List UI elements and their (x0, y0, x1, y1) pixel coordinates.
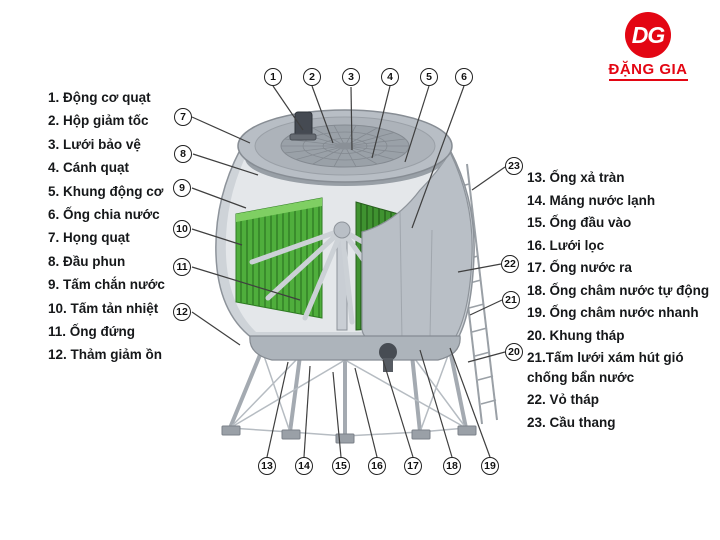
label-item-7: 7. Họng quạt (48, 230, 130, 246)
label-item-3: 3. Lưới bảo vệ (48, 136, 141, 152)
brand-name: ĐẶNG GIA (608, 61, 688, 81)
fan-guard-grille (281, 125, 409, 167)
label-item-4: 4. Cánh quạt (48, 160, 130, 176)
outlet-pipe-stub (383, 358, 393, 372)
label-item-12: 12. Thảm giảm ồn (48, 347, 163, 363)
label-item-1: 1. Động cơ quạt (48, 90, 151, 105)
callout-23: 23 (505, 157, 523, 175)
label-item-5: 5. Khung động cơ (48, 183, 164, 199)
tower-braces (229, 349, 467, 437)
label-item-9: 9. Tấm chắn nước (48, 277, 165, 293)
fan-hub (335, 142, 355, 150)
callout-4: 4 (381, 68, 399, 86)
label-item-16: 16. Lưới lọc (527, 237, 605, 253)
water-basin (249, 335, 461, 361)
fill-material-left-top (236, 198, 322, 222)
label-item-8: 8. Đầu phun (48, 253, 126, 269)
label-item-13: 13. Ống xả tràn (527, 170, 625, 185)
brand-logo-initials: DG (631, 21, 665, 48)
callout-leader-lines (191, 85, 506, 458)
label-item-18: 18. Ống châm nước tự động (527, 282, 710, 298)
callout-19: 19 (481, 457, 499, 475)
label-item-20: 20. Khung tháp (527, 327, 625, 343)
fill-material-left (235, 197, 323, 319)
callout-5: 5 (420, 68, 438, 86)
callout-11: 11 (173, 258, 191, 276)
callout-18: 18 (443, 457, 461, 475)
fan-motor (289, 111, 317, 141)
callout-21: 21 (502, 291, 520, 309)
label-item-6: 6. Ống chia nước (48, 206, 160, 222)
label-item-19: 19. Ống châm nước nhanh (527, 305, 699, 320)
label-item-22: 22. Vỏ tháp (527, 392, 600, 407)
brand-logo-icon: DG (625, 12, 671, 58)
callout-13: 13 (258, 457, 276, 475)
tower-legs (228, 349, 468, 436)
right-label-list: 13. Ống xả tràn 14. Máng nước lạnh 15. Ố… (527, 168, 711, 435)
label-item-2: 2. Hộp giảm tốc (48, 113, 149, 129)
label-item-11: 11. Ống đứng (48, 323, 136, 339)
callout-14: 14 (295, 457, 313, 475)
left-label-list: 1. Động cơ quạt 2. Hộp giảm tốc 3. Lưới … (48, 86, 165, 367)
label-item-21: 21.Tấm lưới xám hút gió chống bẩn nước (527, 350, 684, 385)
label-item-10: 10. Tấm tản nhiệt (48, 300, 159, 316)
callout-6: 6 (455, 68, 473, 86)
callout-9: 9 (173, 179, 191, 197)
callout-17: 17 (404, 457, 422, 475)
callout-22: 22 (501, 255, 519, 273)
label-item-23: 23. Cầu thang (527, 414, 616, 430)
brand-logo: DG ĐẶNG GIA (592, 12, 704, 81)
label-item-17: 17. Ống nước ra (527, 260, 632, 275)
callout-2: 2 (303, 68, 321, 86)
callout-16: 16 (368, 457, 386, 475)
sprinkler-hub (333, 221, 351, 239)
callout-12: 12 (173, 303, 191, 321)
callout-15: 15 (332, 457, 350, 475)
callout-3: 3 (342, 68, 360, 86)
callout-10: 10 (173, 220, 191, 238)
callout-1: 1 (264, 68, 282, 86)
tower-feet (221, 425, 477, 444)
outlet-pipe (379, 343, 397, 361)
label-item-14: 14. Máng nước lạnh (527, 192, 656, 208)
shell-panel-seams (399, 211, 433, 341)
label-item-15: 15. Ống đầu vào (527, 215, 632, 230)
callout-7: 7 (174, 108, 192, 126)
callout-8: 8 (174, 145, 192, 163)
callout-20: 20 (505, 343, 523, 361)
